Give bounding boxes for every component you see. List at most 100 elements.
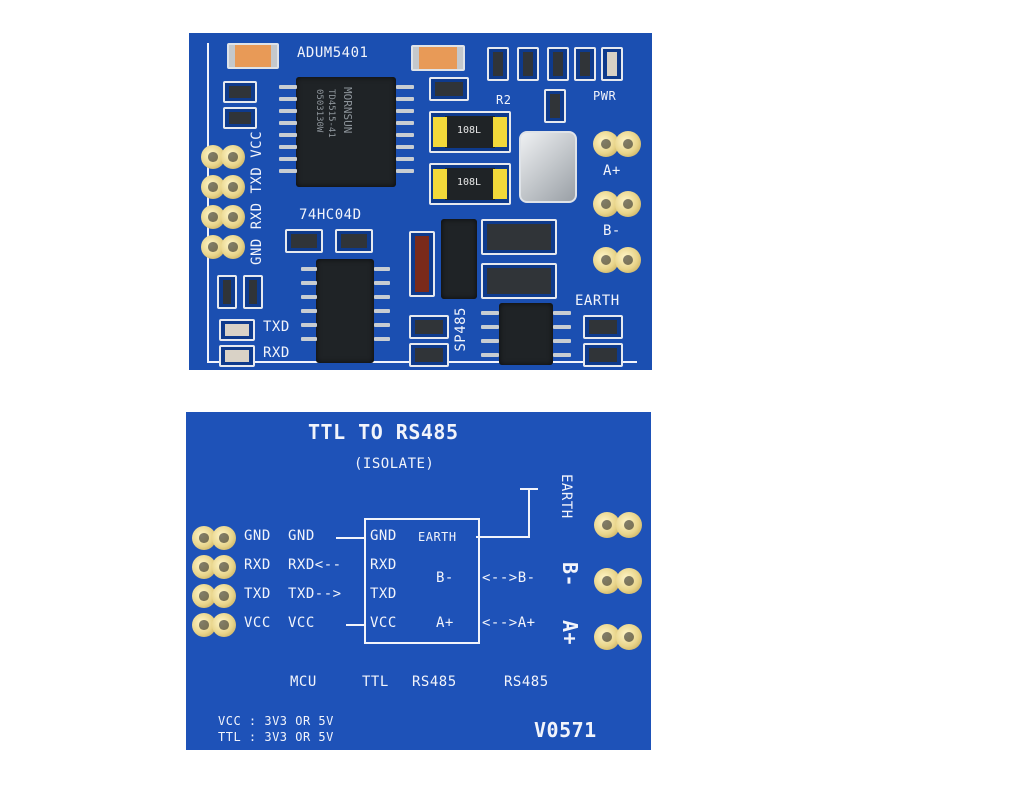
tvs-diode: 108L xyxy=(429,163,511,205)
chip-pin xyxy=(301,323,317,327)
resistor xyxy=(409,343,449,367)
chip-pin xyxy=(481,311,499,315)
terminal-pad xyxy=(593,247,619,273)
rs485-outer-label: RS485 xyxy=(504,674,549,690)
diode-marking: 108L xyxy=(457,125,482,136)
isolation-box xyxy=(364,518,480,644)
terminal-pad xyxy=(594,512,620,538)
txd-led xyxy=(219,319,255,341)
header-pad xyxy=(221,175,245,199)
resistor xyxy=(487,47,509,81)
isolator-chip: MORNSUN TD4515-41 0503130W xyxy=(296,77,396,187)
resistor xyxy=(583,343,623,367)
signal-gnd: GND xyxy=(288,528,315,544)
chip-pin xyxy=(553,339,571,343)
terminal-pad xyxy=(616,568,642,594)
a-vertical-label: A+ xyxy=(558,620,582,646)
header-pad xyxy=(212,584,236,608)
ttl-label: TTL xyxy=(362,674,389,690)
chip-pin xyxy=(374,267,390,271)
resistor xyxy=(517,47,539,81)
pin-rxd: RXD xyxy=(244,557,271,573)
resistor xyxy=(583,315,623,339)
chip-pin xyxy=(374,295,390,299)
box-rxd: RXD xyxy=(370,557,397,573)
resistor xyxy=(335,229,373,253)
version-label: V0571 xyxy=(534,718,597,742)
resistor xyxy=(547,47,569,81)
gnd-line xyxy=(336,537,364,539)
chip-pin xyxy=(279,169,297,173)
box-gnd: GND xyxy=(370,528,397,544)
mcu-label: MCU xyxy=(290,674,317,690)
chip-pin xyxy=(396,145,414,149)
chip-pin xyxy=(301,295,317,299)
diode-marking: 108L xyxy=(457,177,482,188)
chip-pin xyxy=(374,323,390,327)
chip-marking: TD4515-41 xyxy=(326,89,336,138)
ground-symbol xyxy=(520,488,538,490)
chip-pin xyxy=(279,109,297,113)
chip-pin xyxy=(553,311,571,315)
spec-vcc: VCC : 3V3 OR 5V xyxy=(218,714,334,728)
chip-pin xyxy=(279,85,297,89)
board-title: TTL TO RS485 xyxy=(308,420,459,444)
header-pad xyxy=(212,555,236,579)
chip-pin xyxy=(396,157,414,161)
terminal-pad xyxy=(593,191,619,217)
vcc-arrow xyxy=(346,624,364,626)
box-txd: TXD xyxy=(370,586,397,602)
chip-pin xyxy=(481,339,499,343)
b-arrow: <-->B- xyxy=(482,570,536,586)
regulator xyxy=(441,219,477,299)
chip-pin xyxy=(396,169,414,173)
chip-pin xyxy=(481,353,499,357)
header-pad xyxy=(221,235,245,259)
pwr-led xyxy=(601,47,623,81)
box-vcc: VCC xyxy=(370,615,397,631)
r2-label: R2 xyxy=(496,93,512,107)
header-pin-labels: GND RXD TXD VCC xyxy=(249,131,265,265)
pwr-label: PWR xyxy=(593,89,617,103)
txd-led-label: TXD xyxy=(263,319,290,335)
header-pad xyxy=(201,145,225,169)
signal-txd: TXD--> xyxy=(288,586,342,602)
inductor xyxy=(519,131,577,203)
resistor xyxy=(243,275,263,309)
chip-pin xyxy=(553,353,571,357)
chip-pin xyxy=(396,85,414,89)
earth-line-vertical xyxy=(528,490,530,538)
resistor xyxy=(217,275,237,309)
tvs-diode: 108L xyxy=(429,111,511,153)
chip-marking: MORNSUN xyxy=(341,87,354,134)
chip-pin xyxy=(374,309,390,313)
chip-pin xyxy=(301,267,317,271)
board-subtitle: (ISOLATE) xyxy=(354,456,435,472)
chip-pin xyxy=(279,133,297,137)
chip-pin xyxy=(374,281,390,285)
terminal-pad xyxy=(615,247,641,273)
terminal-pad xyxy=(615,131,641,157)
transceiver-chip xyxy=(499,303,553,365)
silk-outline-left xyxy=(207,43,209,363)
transceiver-label: SP485 xyxy=(453,307,469,352)
chip-pin xyxy=(279,145,297,149)
a-plus-label: A+ xyxy=(603,163,621,179)
chip-marking: 0503130W xyxy=(314,89,324,133)
chip-pin xyxy=(301,309,317,313)
pcb-solder-side: TTL TO RS485 (ISOLATE) GND RXD TXD VCC G… xyxy=(186,412,651,750)
pin-vcc: VCC xyxy=(244,615,271,631)
chip-pin xyxy=(396,97,414,101)
signal-vcc: VCC xyxy=(288,615,315,631)
chip-pin xyxy=(396,109,414,113)
resistor xyxy=(223,107,257,129)
earth-vertical-label: EARTH xyxy=(558,474,574,519)
chip-pin xyxy=(301,281,317,285)
diode xyxy=(481,219,557,255)
header-pad xyxy=(212,526,236,550)
spec-ttl: TTL : 3V3 OR 5V xyxy=(218,730,334,744)
box-a: A+ xyxy=(436,615,454,631)
pin-txd: TXD xyxy=(244,586,271,602)
chip-pin xyxy=(301,337,317,341)
a-arrow: <-->A+ xyxy=(482,615,536,631)
